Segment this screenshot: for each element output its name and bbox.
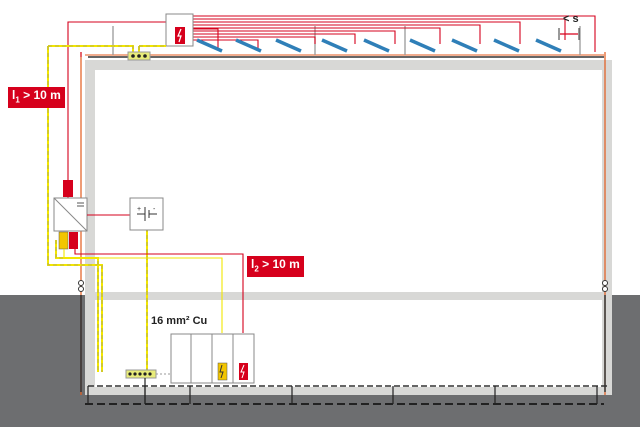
test-joint-icon — [78, 280, 608, 292]
building-walls — [85, 60, 612, 395]
distribution-board — [170, 333, 255, 384]
building-interior — [85, 60, 612, 395]
distance-label-l1: l1 > 10 m — [8, 87, 65, 109]
distance-label-l2: l2 > 10 m — [247, 256, 304, 278]
inverter-icon — [53, 197, 88, 232]
battery-icon: +- — [129, 197, 164, 231]
svg-text:-: - — [153, 206, 156, 213]
spd-type2-icon — [63, 180, 73, 197]
dc-lines — [67, 15, 596, 180]
conductor-label: 16 mm² Cu — [151, 315, 208, 327]
svg-text:+: + — [137, 206, 141, 213]
pv-modules — [196, 38, 562, 53]
separation-distance-marker — [558, 28, 580, 40]
separation-distance-label: < s — [563, 13, 579, 25]
